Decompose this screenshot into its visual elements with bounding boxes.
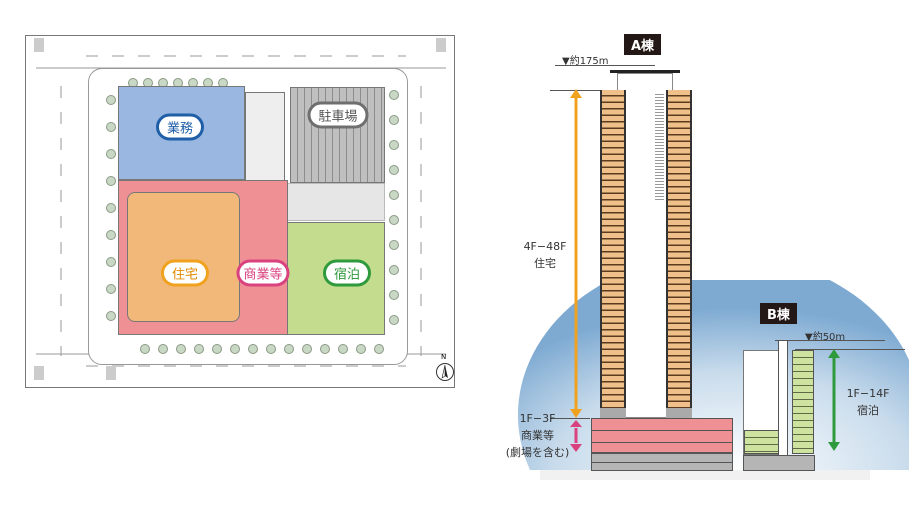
roof-crown <box>610 70 680 73</box>
building-b-shaft <box>778 340 788 468</box>
north-label: N <box>441 353 447 361</box>
tower-a-base-right <box>666 408 692 418</box>
building-b-height: ▼約50m <box>805 332 846 343</box>
tree-icon <box>389 90 399 100</box>
tree-icon <box>106 203 116 213</box>
range-4f-48f: 4F−48F <box>523 240 567 253</box>
label-commercial: 商業等 <box>236 259 290 287</box>
north-arrow-icon <box>436 363 454 381</box>
label-residential: 住宅 <box>160 259 210 287</box>
tree-icon <box>284 344 294 354</box>
tree-icon <box>389 215 399 225</box>
tree-icon <box>106 149 116 159</box>
building-b-hotel <box>792 350 814 454</box>
tree-icon <box>356 344 366 354</box>
use-commercial: 商業等 <box>521 429 554 442</box>
ground <box>540 470 870 480</box>
tree-icon <box>389 265 399 275</box>
tree-icon <box>230 344 240 354</box>
tree-icon <box>106 311 116 321</box>
tree-icon <box>106 95 116 105</box>
tree-icon <box>106 257 116 267</box>
level-line-3f <box>550 418 590 419</box>
tower-a-left-residential <box>600 90 626 408</box>
tree-icon <box>106 176 116 186</box>
tree-icon <box>389 240 399 250</box>
height-line-a <box>555 65 655 66</box>
building-a-height: ▼約175m <box>562 56 609 67</box>
use-residential: 住宅 <box>534 257 556 270</box>
tree-icon <box>158 344 168 354</box>
range-1f-3f: 1F−3F <box>519 412 556 425</box>
tree-icon <box>266 344 276 354</box>
tree-icon <box>212 344 222 354</box>
range-1f-14f: 1F−14F <box>846 387 890 400</box>
use-hotel: 宿泊 <box>857 404 879 417</box>
podium-commercial <box>591 418 733 453</box>
core-stair <box>655 92 664 202</box>
label-parking: 駐車場 <box>307 101 369 129</box>
level-line-14f <box>795 349 905 350</box>
basement-a <box>591 453 733 471</box>
plaza <box>285 183 385 221</box>
tree-icon <box>320 344 330 354</box>
tree-icon <box>389 115 399 125</box>
tree-icon <box>106 122 116 132</box>
building-b-tag: B棟 <box>760 303 797 324</box>
tree-icon <box>106 230 116 240</box>
tree-icon <box>140 344 150 354</box>
label-b: 1F−14F 宿泊 <box>843 385 893 419</box>
note-theater: (劇場を含む) <box>505 446 570 459</box>
building-b-lower-green <box>744 430 780 454</box>
tree-icon <box>194 344 204 354</box>
tower-a-base-left <box>600 408 626 418</box>
height-line-b <box>775 340 885 341</box>
tree-icon <box>106 284 116 294</box>
tree-icon <box>389 290 399 300</box>
tree-icon <box>176 344 186 354</box>
label-a-lower: 1F−3F 商業等 (劇場を含む) <box>500 410 575 461</box>
tree-icon <box>302 344 312 354</box>
basement-b <box>743 455 815 471</box>
driveway <box>245 92 285 182</box>
tree-icon <box>338 344 348 354</box>
label-a-upper: 4F−48F 住宅 <box>515 238 575 272</box>
label-hotel: 宿泊 <box>322 259 372 287</box>
tree-icon <box>389 315 399 325</box>
tree-icon <box>389 165 399 175</box>
range-arrow-b <box>828 349 840 451</box>
tree-icon <box>248 344 258 354</box>
tree-icon <box>374 344 384 354</box>
range-arrows-a <box>570 89 582 452</box>
tree-icon <box>389 190 399 200</box>
tower-a-right-residential <box>666 90 692 408</box>
tree-icon <box>389 140 399 150</box>
building-a-tag: A棟 <box>624 34 662 55</box>
zone-residential <box>127 192 240 322</box>
label-office: 業務 <box>155 113 205 141</box>
